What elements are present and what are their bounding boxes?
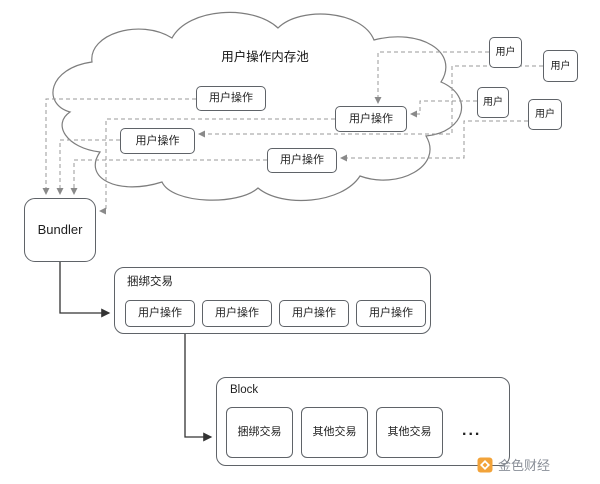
dashed-arrow-user1-to-op2: [374, 51, 489, 104]
watermark-text: 金色财经: [498, 458, 551, 473]
user-box: 用户: [477, 87, 509, 118]
block-other-tx-box: 其他交易: [376, 407, 443, 458]
dashed-arrow-op2-to-bundler: [99, 118, 335, 215]
mempool-operation-box: 用户操作: [335, 106, 407, 132]
user-box: 用户: [489, 37, 522, 68]
bundle-title: 捆绑交易: [127, 276, 173, 288]
dashed-arrow-op4-to-bundler: [70, 159, 267, 195]
watermark: 金色财经: [477, 455, 550, 474]
bundle-operation-box: 用户操作: [125, 300, 195, 327]
block-title: Block: [230, 384, 259, 396]
solid-arrow-bundle-to-block: [184, 334, 213, 442]
dashed-arrow-op1-to-bundler: [42, 98, 196, 195]
dashed-arrow-user3-to-op2: [410, 100, 477, 118]
block-more-ellipsis: ...: [462, 422, 482, 439]
bundle-operation-box: 用户操作: [279, 300, 349, 327]
bundler-box: Bundler: [24, 198, 96, 262]
user-box: 用户: [528, 99, 562, 130]
mempool-operation-box: 用户操作: [196, 86, 266, 111]
block-other-tx-box: 其他交易: [301, 407, 368, 458]
mempool-title: 用户操作内存池: [221, 50, 309, 64]
mempool-operation-box: 用户操作: [267, 148, 337, 173]
dashed-arrow-user4-to-op4: [340, 120, 528, 162]
bundle-operation-box: 用户操作: [356, 300, 426, 327]
block-bundled-tx-box: 捆绑交易: [226, 407, 293, 458]
dashed-arrow-op3-to-bundler: [56, 139, 120, 195]
gold-coin-icon: [477, 457, 493, 472]
bundle-operation-box: 用户操作: [202, 300, 272, 327]
solid-arrow-bundler-to-bundle: [59, 262, 111, 318]
user-box: 用户: [543, 50, 578, 82]
mempool-operation-box: 用户操作: [120, 128, 195, 154]
